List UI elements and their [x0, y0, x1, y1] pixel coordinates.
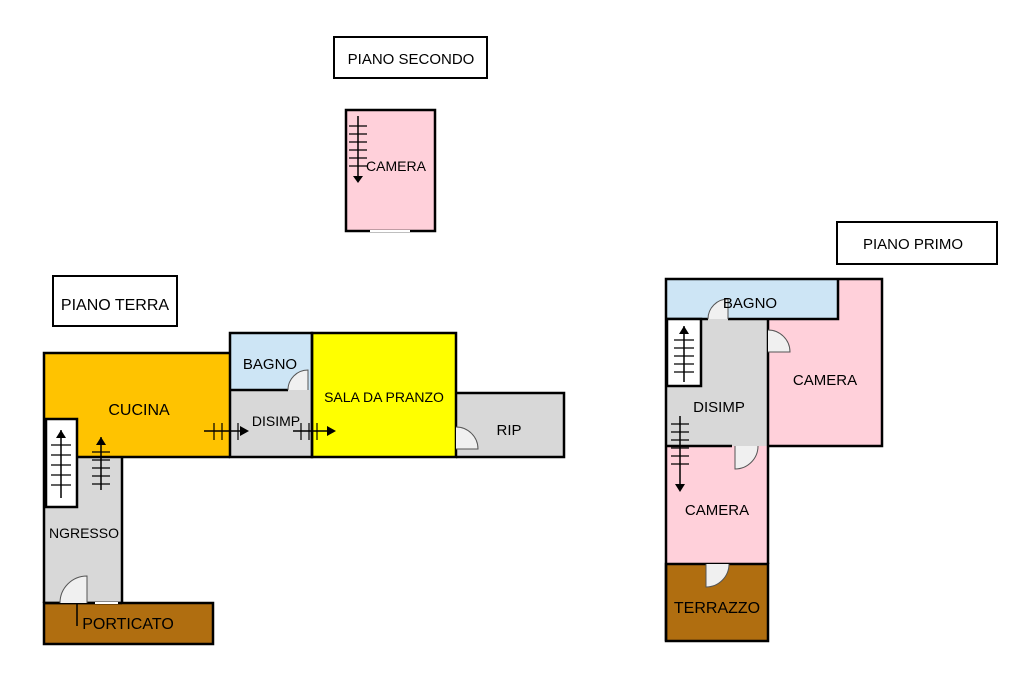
stair-right-icon: [204, 423, 249, 440]
room-label-camera-secondo: CAMERA: [366, 158, 427, 174]
floor-title-box-primo: [836, 221, 998, 265]
room-porticato: [44, 603, 213, 644]
room-label-camera-primo-right: CAMERA: [793, 372, 857, 389]
door-icon: [705, 563, 730, 588]
room-label-sala-da-pranzo: SALA DA PRANZO: [324, 389, 444, 405]
door-icon: [455, 426, 479, 450]
stair-up-icon: [674, 326, 694, 382]
door-icon: [707, 298, 729, 320]
room-camera-secondo: [344, 108, 437, 233]
stair-up-icon: [51, 430, 71, 498]
floor-title-primo: PIANO PRIMO: [863, 236, 963, 253]
floor-title-terra: PIANO TERRA: [61, 297, 170, 314]
stair-right-icon: [293, 423, 336, 440]
door-icon: [287, 369, 309, 391]
room-label-bagno-primo: BAGNO: [723, 295, 777, 312]
piano-terra: PIANO TERRA: [42, 275, 566, 646]
room-label-porticato: PORTICATO: [82, 616, 174, 633]
room-camera-primo-left: [666, 446, 768, 564]
stair-down-icon: [671, 416, 689, 492]
door-icon: [59, 575, 118, 604]
room-label-terrazzo: TERRAZZO: [674, 600, 760, 617]
room-label-disimp-primo: DISIMP: [693, 399, 745, 416]
door-icon: [767, 329, 791, 353]
room-label-camera-primo-left: CAMERA: [685, 502, 749, 519]
door-icon: [734, 445, 759, 470]
room-label-disimp-terra: DISIMP: [252, 413, 300, 429]
piano-secondo: PIANO SECONDO CAMERA: [333, 36, 488, 233]
piano-primo: PIANO PRIMO: [664, 221, 998, 643]
floor-title-box-terra: [52, 275, 178, 327]
room-label-rip: RIP: [496, 422, 521, 439]
room-disimp-terra: [230, 390, 312, 457]
room-label-cucina: CUCINA: [108, 402, 170, 419]
room-camera-primo-right: [768, 279, 882, 446]
room-sala-da-pranzo: [312, 333, 456, 457]
floor-title-secondo: PIANO SECONDO: [348, 51, 475, 68]
stair-up-icon: [92, 437, 110, 490]
room-label-bagno-terra: BAGNO: [243, 356, 297, 373]
floor-title-box-secondo: [333, 36, 488, 79]
room-bagno-primo: [666, 279, 838, 319]
stair-down-icon: [349, 116, 367, 183]
room-label-ingresso: NGRESSO: [49, 525, 119, 541]
